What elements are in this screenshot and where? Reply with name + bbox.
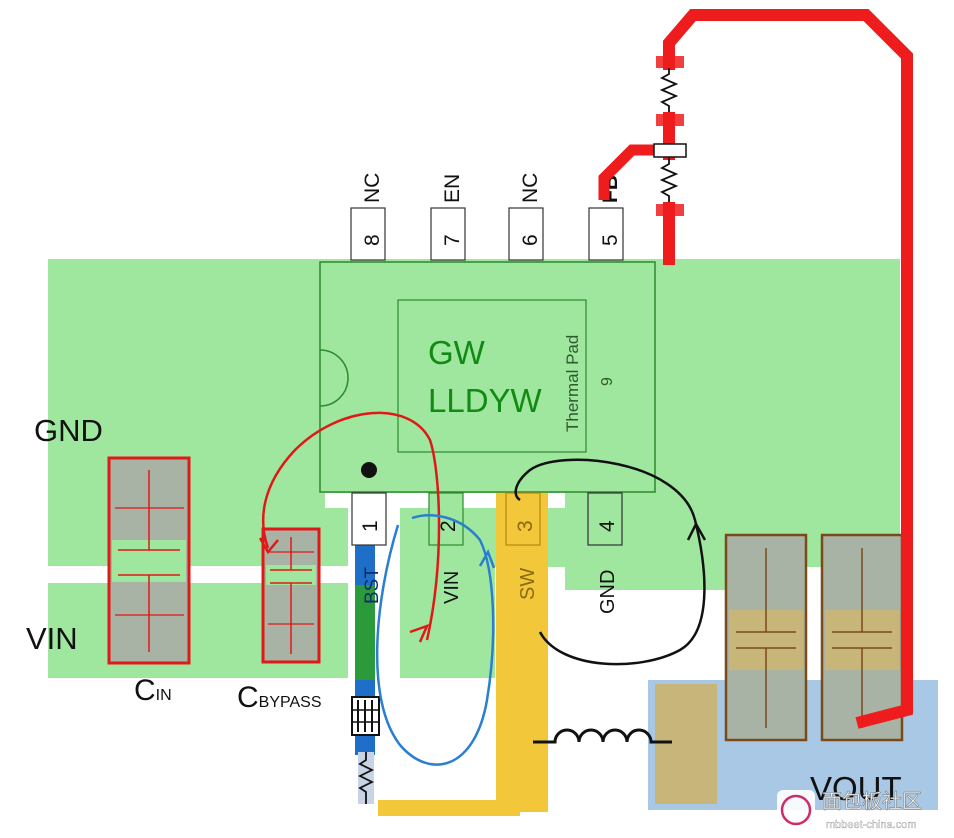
input-loop-red [261, 411, 441, 641]
cout-capacitor-2 [820, 533, 904, 742]
fb-pad-2 [656, 114, 684, 126]
thermal-pad-number: 9 [599, 377, 616, 386]
chip-marking-line2: LLDYW [428, 382, 543, 419]
vout-inductor-pad [655, 684, 717, 804]
bst-resistor-symbol [357, 752, 375, 804]
vout-sense-trace [663, 9, 913, 729]
pin-8-name: NC [361, 173, 384, 203]
bst-trace-green [355, 585, 375, 680]
pin-7-number: 7 [441, 234, 464, 246]
ic-package: GW LLDYW Thermal Pad 9 [319, 261, 656, 493]
pin-2-name: VIN [441, 571, 463, 604]
fb-resistor-bottom-body [661, 160, 679, 202]
pin-3: 3 SW [505, 492, 541, 600]
cin-capacitor [107, 456, 191, 665]
gnd-label: GND [34, 413, 103, 448]
bst-loop-blue-arrow [478, 549, 496, 569]
vout-label: VOUT [810, 770, 902, 807]
cbypass-capacitor [261, 527, 321, 664]
pin-2-number: 2 [437, 520, 460, 532]
thermal-pad-label: Thermal Pad [563, 335, 582, 432]
vout-feedback-trace [598, 9, 913, 729]
switch-loop-black-arrow [686, 521, 707, 541]
pin-8-number: 8 [361, 234, 384, 246]
inductor-symbol [533, 728, 672, 744]
ic-body-outline [319, 261, 656, 493]
pin-1-name: BST [362, 567, 383, 604]
fb-pad-1 [656, 56, 684, 68]
fb-pad-4 [656, 204, 684, 216]
vin-label: VIN [26, 621, 78, 656]
input-loop-red-arrow2 [409, 623, 430, 643]
pin-4-number: 4 [596, 520, 619, 532]
current-loops [258, 411, 707, 766]
thermal-pad-outline [397, 299, 587, 453]
chip-marking-line1: GW [428, 334, 486, 371]
pin-2: 2 VIN [428, 492, 464, 604]
watermark-logo-icon [780, 794, 812, 826]
fb-trace [598, 144, 669, 200]
bottom-pins: 1 BST 2 VIN 3 SW 4 GND [351, 492, 623, 614]
net-labels: GND VIN CIN CBYPASS VOUT [26, 413, 902, 807]
fb-resistor-bottom [659, 158, 679, 202]
cin-label-main: C [134, 674, 156, 707]
fb-pad-3 [653, 143, 687, 158]
fb-resistor-top-body [661, 70, 679, 112]
pin-7-name: EN [441, 174, 464, 203]
watermark: 面包板社区 mbbeet-china.com [777, 790, 922, 831]
cbypass-label: CBYPASS [237, 681, 322, 714]
cbypass-label-main: C [237, 681, 259, 714]
vin-copper-middle [400, 560, 495, 678]
cin-label-sub: IN [156, 687, 172, 704]
pin-7: 7 EN [430, 174, 466, 261]
pin-6: 6 NC [508, 173, 544, 261]
pin-3-name: SW [517, 568, 539, 600]
input-loop-red-arrow [258, 537, 279, 555]
pin-1: 1 BST [351, 492, 387, 604]
pin-6-number: 6 [519, 234, 542, 246]
cin-label: CIN [134, 674, 172, 707]
pin-5-number: 5 [599, 234, 622, 246]
pin-4: 4 GND [587, 492, 623, 614]
bst-capacitor [351, 696, 380, 736]
sw-trace-bottom [378, 800, 520, 816]
pin1-dot [361, 462, 377, 478]
bst-loop-blue [375, 514, 495, 766]
top-pins: 8 NC 7 EN 6 NC 5 FB [350, 173, 624, 261]
pin-1-number: 1 [359, 520, 382, 532]
pin-4-name: GND [597, 570, 619, 614]
pin-6-name: NC [519, 173, 542, 203]
pin1-notch [319, 349, 349, 407]
pin-3-number: 3 [514, 520, 537, 532]
cbypass-label-sub: BYPASS [259, 694, 322, 711]
cout-capacitor-1 [724, 533, 808, 742]
fb-resistor-top [659, 68, 679, 112]
watermark-url: mbbeet-china.com [826, 819, 917, 831]
watermark-text: 面包板社区 [822, 790, 922, 813]
pin-8: 8 NC [350, 173, 386, 261]
